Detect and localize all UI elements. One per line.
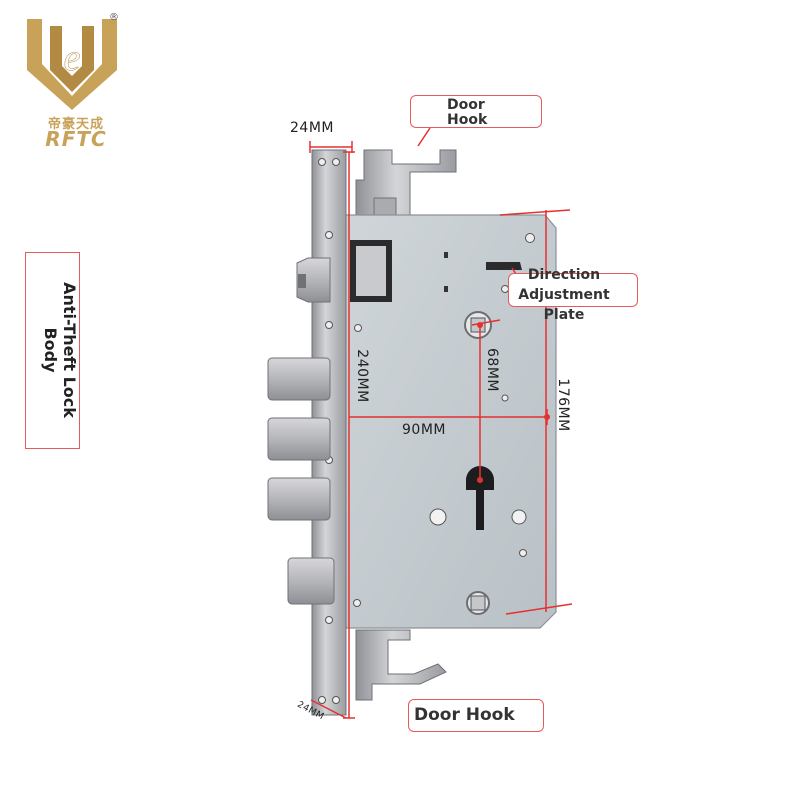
direction-plate-callout: [508, 273, 638, 307]
dimension-lines: [309, 127, 573, 719]
deadbolt-4: [287, 557, 335, 605]
dim-faceplate-height: 240MM: [354, 349, 370, 403]
bottom-door-hook: [355, 629, 447, 701]
brand-name-chinese: 帝豪天成: [47, 117, 104, 132]
brand-name-english: RFTC: [45, 127, 107, 151]
door-hook-top-callout: [410, 95, 542, 128]
brand-logo-icon: e: [27, 19, 117, 110]
left-screw-hole: [429, 508, 447, 526]
door-hook-bottom-callout: [408, 699, 544, 732]
direction-plate-label: Direction Adjustment Plate: [518, 267, 610, 323]
cylinder-cutout: [466, 466, 494, 530]
direction-slot: [486, 262, 522, 270]
door-hook-bottom-label: Door Hook: [414, 705, 515, 725]
deadbolt-3: [267, 477, 331, 521]
deadbolt-1: [267, 357, 331, 401]
door-hook-top-label: Door Hook: [447, 97, 488, 128]
anti-theft-lock-body-box: [25, 252, 80, 449]
dim-body-height: 176MM: [555, 378, 571, 432]
registered-mark: ®: [109, 12, 119, 23]
right-screw-hole: [511, 509, 527, 525]
dim-faceplate-width-top: 24MM: [290, 120, 334, 136]
deadbolt-2: [267, 417, 331, 461]
dim-body-width: 90MM: [402, 422, 446, 438]
svg-text:e: e: [64, 37, 81, 79]
latch-bolt: [296, 257, 331, 303]
dimension-markers: [477, 322, 550, 483]
dim-center-distance: 68MM: [484, 348, 500, 392]
